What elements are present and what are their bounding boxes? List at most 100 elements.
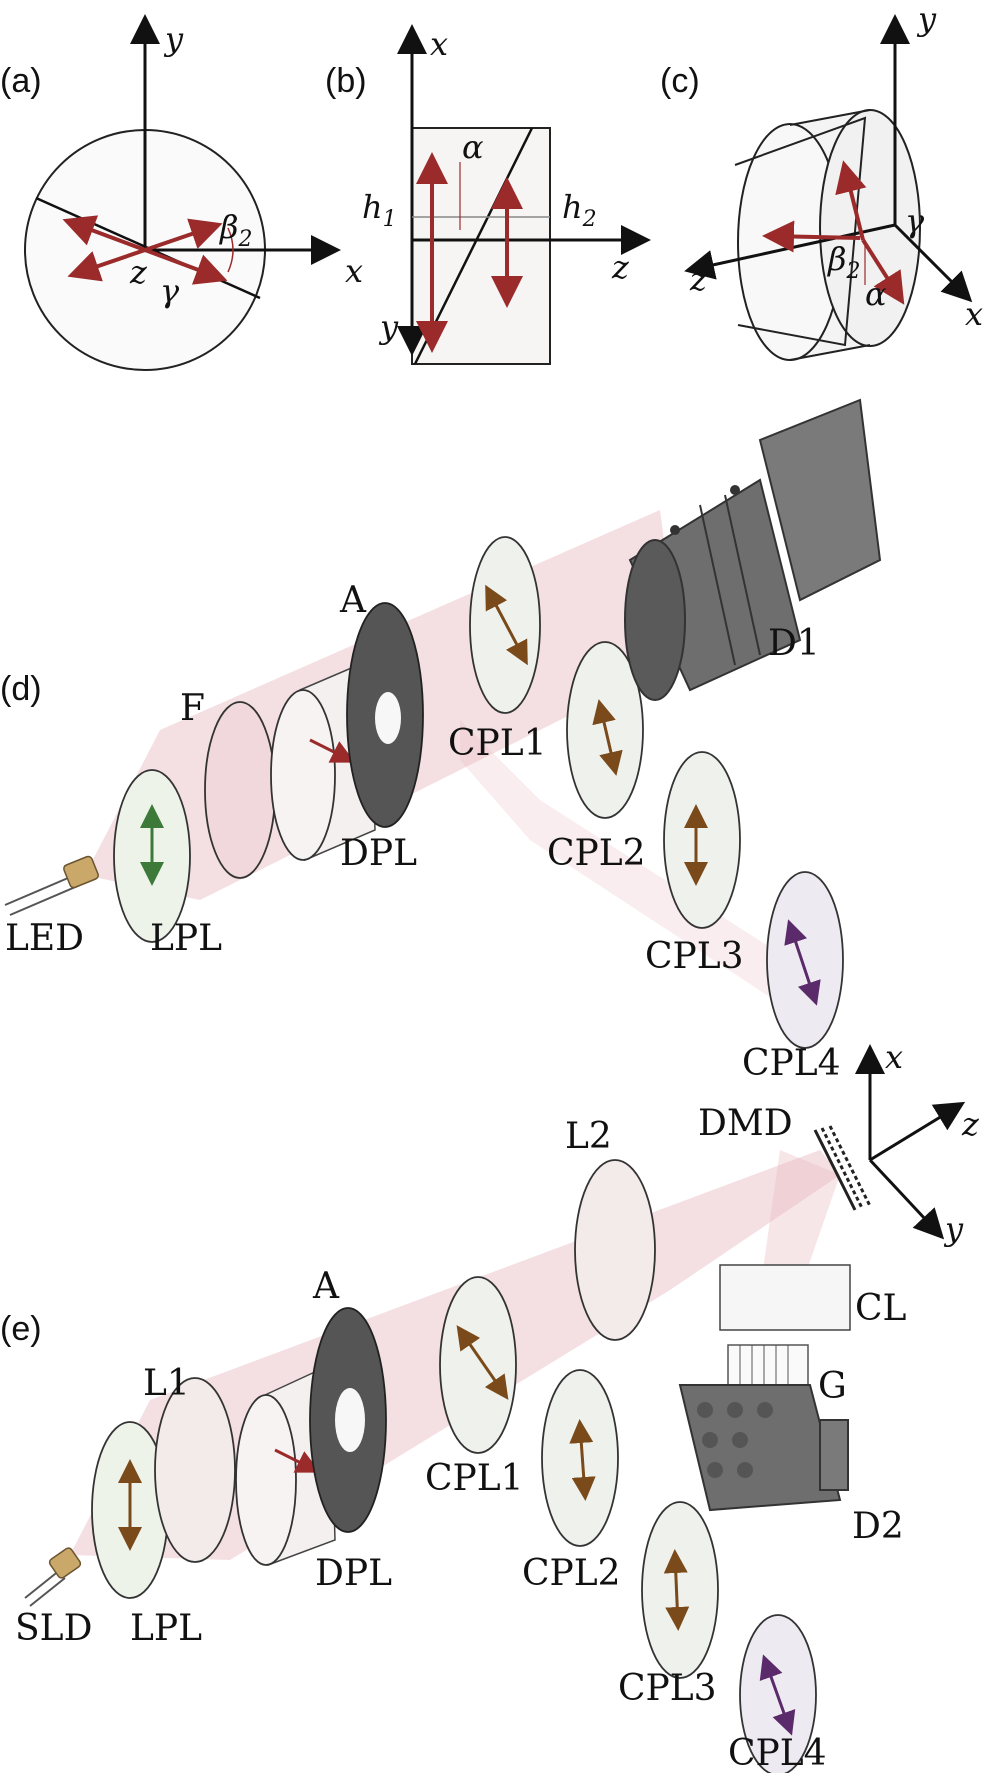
x-axis-label: x [885, 1038, 903, 1076]
sld-lead [29, 1577, 66, 1607]
polarization-arrow [456, 1325, 509, 1400]
z-axis-label: z [129, 253, 148, 291]
label-dpl: DPL [340, 833, 417, 874]
panel-c: (c) y z x γ β2 α [660, 0, 983, 361]
z-axis-label: z [611, 248, 630, 286]
dpl-front-face [235, 1394, 297, 1566]
lens-l1 [154, 1377, 236, 1563]
label-dpl: DPL [315, 1553, 392, 1594]
cpl4-disc [766, 871, 844, 1049]
label-d1: D1 [768, 623, 820, 664]
label-d2: D2 [852, 1506, 904, 1547]
y-axis [868, 1158, 945, 1240]
gamma-label: γ [905, 202, 925, 240]
panel-e: (e) [0, 1038, 980, 1773]
polarization-arrow [274, 1448, 321, 1473]
polarization-arrow [67, 248, 146, 282]
label-sld: SLD [15, 1608, 92, 1649]
label-a: A [339, 580, 367, 621]
label-lpl: LPL [150, 918, 222, 959]
y-axis-label: y [943, 1210, 964, 1248]
led-lead [9, 884, 81, 916]
panel-e-label: (e) [0, 1310, 42, 1348]
polarization-arrow [784, 919, 821, 1006]
label-cl: CL [855, 1288, 907, 1329]
label-cpl4: CPL4 [742, 1043, 841, 1084]
panel-b-label: (b) [325, 62, 367, 100]
panel-b: (b) x y z α h1 h2 [325, 24, 651, 365]
led-lead [4, 874, 76, 906]
label-cpl1: CPL1 [448, 723, 547, 764]
label-cpl3: CPL3 [618, 1668, 717, 1709]
z-axis [869, 1101, 966, 1162]
label-l2: L2 [565, 1116, 612, 1157]
dmd-mirror-array [813, 1125, 872, 1211]
label-f: F [180, 688, 205, 729]
grating-g [727, 1344, 809, 1391]
polarization-arrow [144, 248, 228, 285]
x-axis-label: x [345, 252, 363, 290]
reflected-beam [760, 1150, 840, 1290]
polarization-arrow [62, 215, 146, 252]
sld-body [48, 1547, 82, 1579]
cpl3-disc [641, 1501, 719, 1679]
aperture-hole [335, 1388, 365, 1452]
alpha-label: α [462, 128, 484, 166]
label-cpl2: CPL2 [522, 1553, 621, 1594]
polarization-arrow [663, 1549, 690, 1631]
z-axis-label: z [689, 260, 708, 298]
label-cpl3: CPL3 [645, 936, 744, 977]
alpha-label: α [865, 275, 887, 313]
sld-lead [24, 1569, 61, 1599]
x-axis-label: x [430, 25, 448, 63]
x-axis-label: x [965, 295, 983, 333]
label-l1: L1 [143, 1363, 190, 1404]
panel-a-label: (a) [0, 62, 42, 100]
label-cpl1: CPL1 [425, 1458, 524, 1499]
wedge-interface [734, 116, 867, 347]
y-axis-label: y [163, 20, 184, 58]
label-lpl: LPL [130, 1608, 202, 1649]
cpl2-disc [541, 1369, 619, 1547]
polarization-arrow [762, 220, 861, 253]
cpl3-disc [663, 751, 741, 929]
beta-label: β2 [219, 208, 253, 252]
label-led: LED [5, 918, 84, 959]
panel-c-label: (c) [660, 62, 700, 100]
x-axis [893, 223, 973, 303]
beta-label: β2 [827, 240, 861, 284]
label-cpl2: CPL2 [547, 833, 646, 874]
lens-l2 [574, 1159, 656, 1341]
polarization-arrow [144, 218, 223, 252]
h1-label: h1 [362, 188, 397, 232]
camera-d1 [624, 398, 882, 701]
label-g: G [818, 1366, 847, 1407]
panel-a: (a) y x z β2 γ [0, 14, 363, 371]
dpl-front-face [270, 689, 336, 861]
y-axis-label: y [916, 0, 937, 38]
gamma-label: γ [160, 272, 180, 310]
polarization-arrow [485, 584, 528, 666]
cpl1-disc [439, 1276, 517, 1454]
cylinder-edge [789, 109, 871, 126]
y-axis-label: y [378, 308, 399, 346]
polarization-arrow [861, 238, 905, 305]
panel-d: (d) [0, 398, 882, 1084]
led-body [63, 855, 99, 889]
label-a: A [312, 1266, 340, 1307]
light-beam-branch [460, 720, 805, 1020]
filter-disc [204, 701, 276, 879]
polarization-arrow [309, 738, 356, 763]
z-axis-label: z [961, 1105, 980, 1143]
beta-arc [227, 227, 234, 273]
label-cpl4: CPL4 [728, 1733, 827, 1773]
polarization-arrow [592, 699, 623, 776]
label-dmd: DMD [698, 1103, 793, 1144]
h2-label: h2 [562, 188, 597, 232]
polarization-arrow [569, 1419, 596, 1501]
cylindrical-lens [719, 1264, 851, 1331]
panel-d-label: (d) [0, 670, 42, 708]
polarization-arrow [835, 160, 867, 241]
polarization-arrow [759, 1654, 796, 1736]
